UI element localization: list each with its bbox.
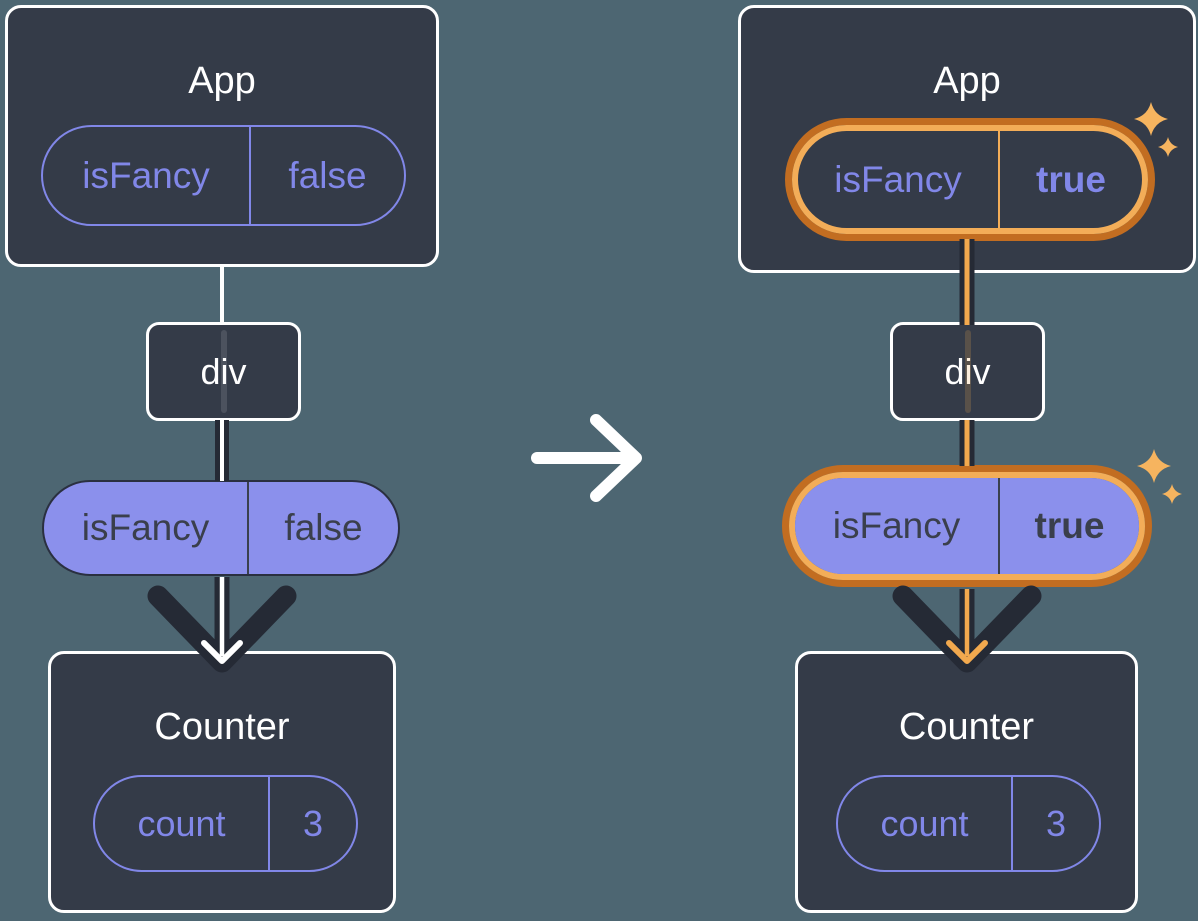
component-title: Counter [154, 706, 290, 748]
component-title: App [933, 60, 1001, 102]
pass-through-line [220, 330, 227, 413]
div-node-before: div [146, 322, 301, 421]
state-pill: isFancy true [798, 131, 1142, 228]
state-value: 3 [302, 802, 324, 844]
state-value: true [1036, 158, 1106, 200]
state-pill: isFancy false [41, 125, 406, 226]
div-label: div [200, 350, 247, 392]
div-label: div [944, 350, 991, 392]
sparkle-icon [1137, 449, 1171, 483]
component-title: Counter [898, 706, 1035, 748]
sparkle-icon [1162, 484, 1182, 504]
state-value: false [288, 154, 367, 196]
state-key: isFancy [798, 131, 1000, 228]
div-node-after: div [890, 322, 1045, 421]
prop-value: true [1034, 505, 1105, 546]
app-component-card-after: App isFancy true [738, 5, 1196, 273]
state-value: 3 [1045, 802, 1067, 844]
app-component-card-before: App isFancy false [5, 5, 439, 267]
before-after-arrow-head [590, 414, 642, 502]
state-key: count [838, 777, 1013, 870]
counter-component-card-before: Counter count 3 [48, 651, 396, 913]
component-title: App [188, 60, 256, 102]
prop-pill-before: isFancy false [42, 480, 400, 576]
state-key: count [95, 777, 270, 870]
counter-state-pill: count 3 [836, 775, 1101, 872]
pass-through-line [964, 330, 971, 413]
highlight-ring: isFancy true [785, 118, 1155, 241]
counter-state-pill: count 3 [93, 775, 358, 872]
highlight-ring: isFancy true [782, 465, 1152, 587]
prop-key: isFancy [44, 482, 249, 574]
prop-value: false [284, 507, 363, 548]
prop-key: isFancy [795, 478, 1000, 574]
counter-component-card-after: Counter count 3 [795, 651, 1138, 913]
state-key: isFancy [43, 127, 251, 224]
prop-pill-after: isFancy true [795, 478, 1139, 574]
